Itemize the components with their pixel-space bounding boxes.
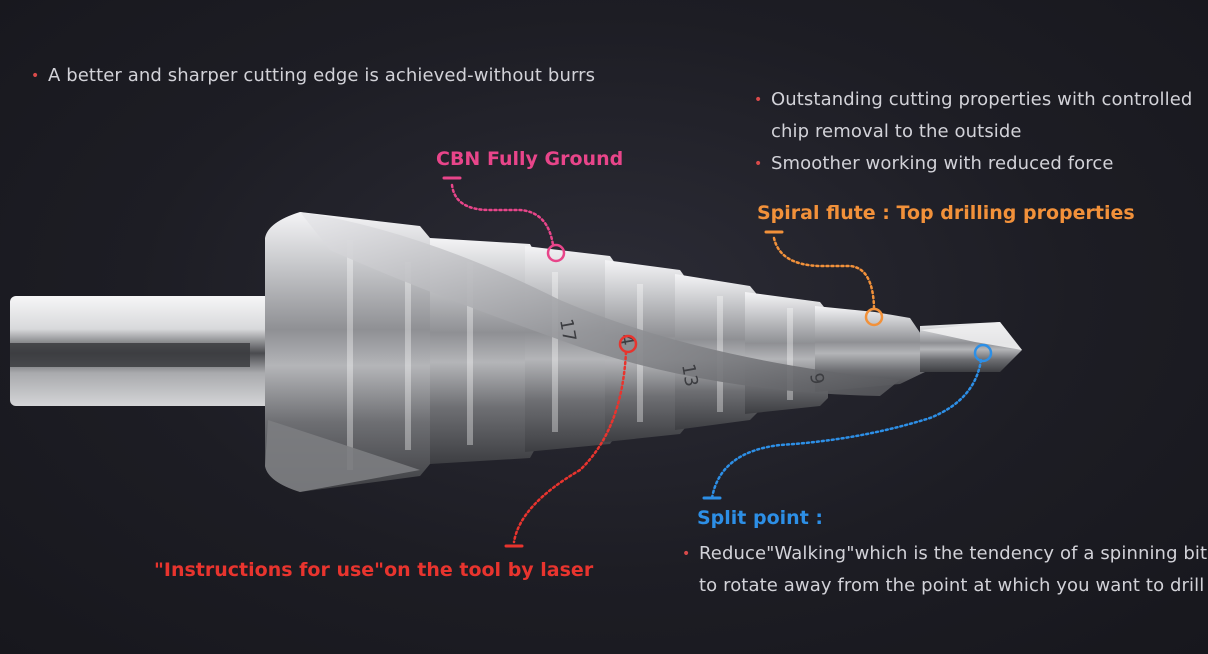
spiral-callout-title: Spiral flute : Top drilling properties	[757, 202, 1135, 224]
split-point-bullet-cont: to rotate away from the point at which y…	[699, 570, 1204, 602]
laser-leader-line	[512, 350, 628, 544]
feature-text: Smoother working with reduced force	[771, 153, 1114, 174]
feature-bullet-cutting: • Outstanding cutting properties with co…	[754, 84, 1193, 116]
laser-callout-title: "Instructions for use"on the tool by las…	[154, 559, 594, 581]
engraving-9: 9	[805, 371, 828, 386]
drill-shank	[10, 296, 280, 406]
bullet-dot: •	[31, 68, 40, 84]
spiral-leader-line	[772, 236, 876, 310]
laser-target-circle	[618, 334, 638, 354]
feature-bullet-sharp-edge: • A better and sharper cutting edge is a…	[31, 60, 596, 92]
feature-bullet-cutting-cont: chip removal to the outside	[771, 116, 1022, 148]
split-target-circle	[973, 343, 993, 363]
split-callout-title: Split point :	[697, 507, 823, 529]
bullet-dot: •	[754, 92, 763, 108]
spiral-flute	[265, 212, 1022, 492]
cbn-callout-title: CBN Fully Ground	[436, 148, 624, 170]
split-text-line-2: to rotate away from the point at which y…	[699, 575, 1205, 596]
feature-bullet-smooth: • Smoother working with reduced force	[754, 148, 1114, 180]
feature-text: A better and sharper cutting edge is ach…	[48, 65, 596, 86]
bullet-dot: •	[682, 546, 691, 562]
split-text-line-1: Reduce"Walking"which is the tendency of …	[699, 543, 1208, 564]
bullet-dot: •	[754, 156, 763, 172]
split-leader-line	[710, 358, 983, 500]
feature-text-line-2: chip removal to the outside	[771, 121, 1022, 142]
feature-text-line-1: Outstanding cutting properties with cont…	[771, 89, 1193, 110]
engraving-17: 17	[555, 317, 580, 343]
cbn-leader-line	[450, 183, 555, 247]
engraving-13: 13	[677, 362, 702, 388]
spiral-target-circle	[864, 307, 884, 327]
drill-steps	[265, 212, 1022, 492]
cbn-target-circle	[546, 243, 566, 263]
split-point-bullet: • Reduce"Walking"which is the tendency o…	[682, 538, 1208, 570]
